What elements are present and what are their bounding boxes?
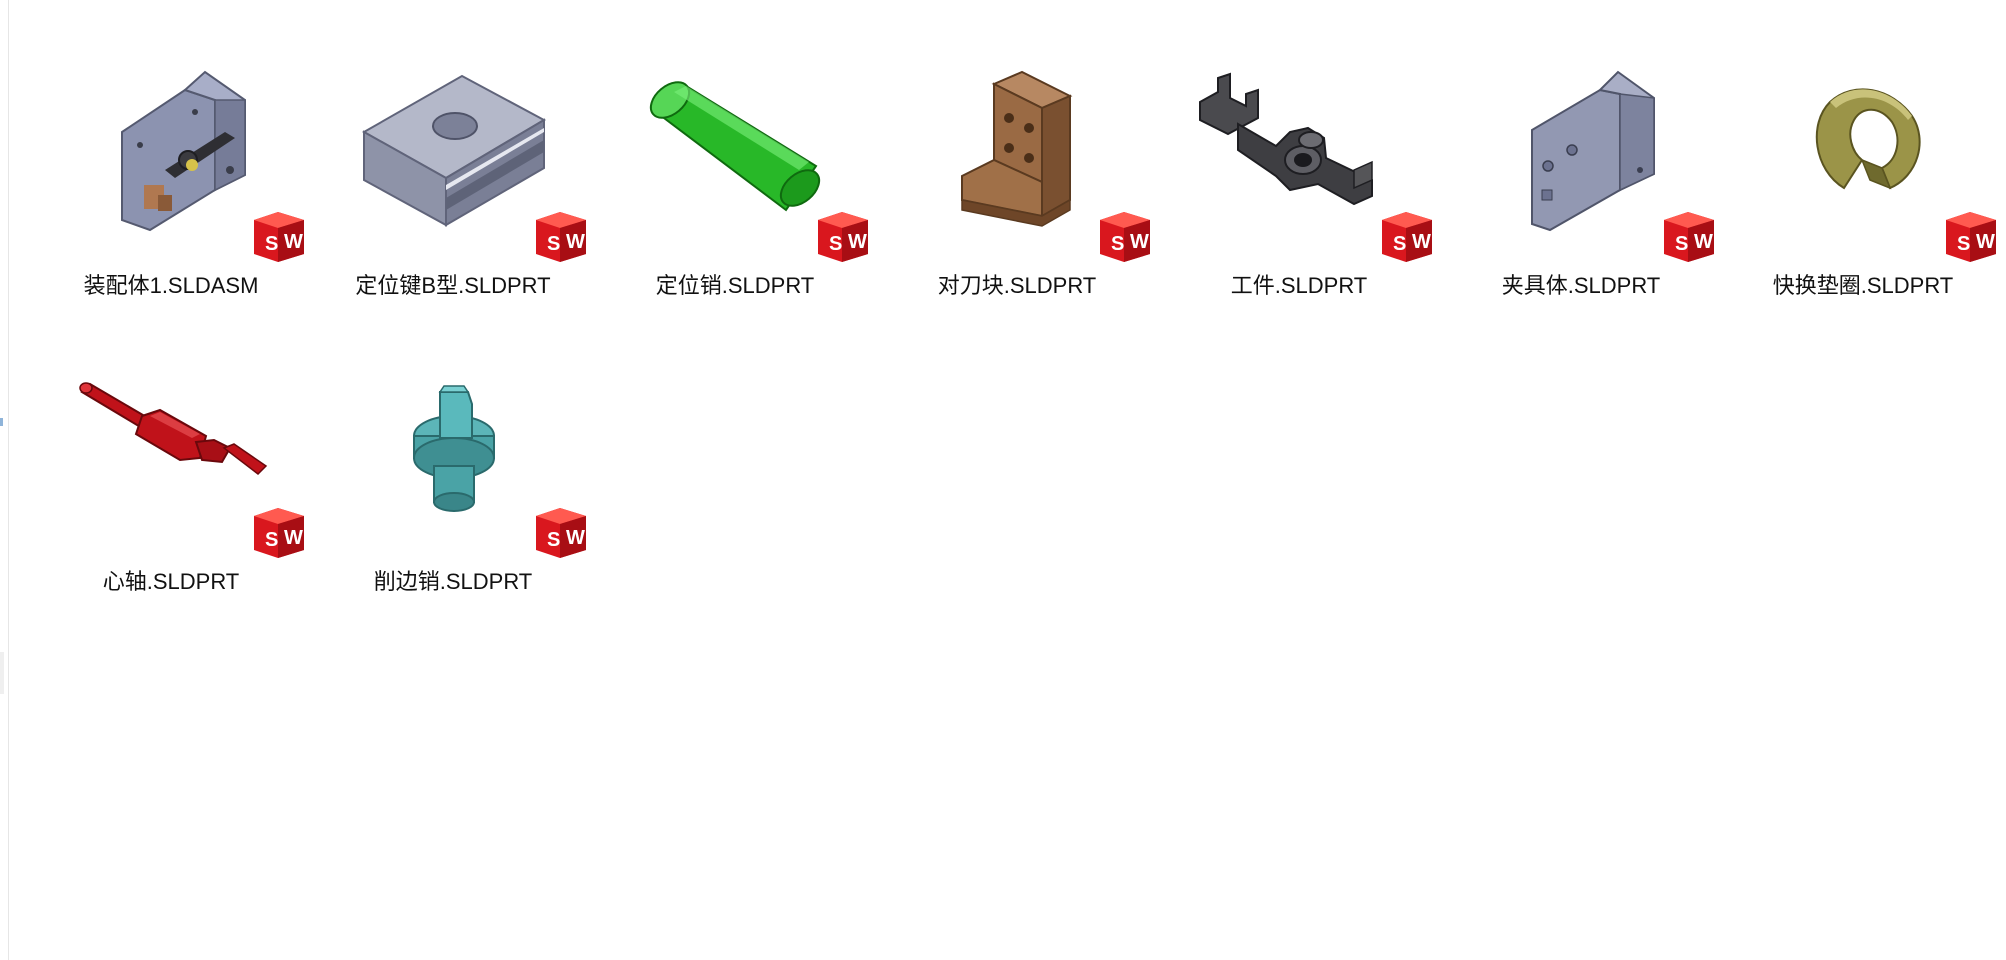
sw-letter-w: W bbox=[1694, 231, 1713, 253]
sw-icon: S W bbox=[254, 212, 304, 262]
solidworks-part-thumbnail: S W bbox=[876, 20, 1158, 262]
file-item-mandrel[interactable]: S W 心轴.SLDPRT bbox=[30, 316, 312, 616]
file-name-label: 对刀块.SLDPRT bbox=[937, 273, 1097, 298]
sw-icon: S W bbox=[254, 508, 304, 558]
sw-letter-w: W bbox=[1130, 231, 1149, 253]
sw-icon: S W bbox=[536, 212, 586, 262]
sw-letter-s: S bbox=[1675, 233, 1688, 255]
file-name-label: 快换垫圈.SLDPRT bbox=[1772, 273, 1954, 298]
file-name-label: 心轴.SLDPRT bbox=[102, 569, 240, 594]
mandrel-preview-icon bbox=[79, 382, 268, 475]
sw-letter-w: W bbox=[566, 527, 585, 549]
sw-letter-s: S bbox=[265, 529, 278, 551]
sw-letter-w: W bbox=[284, 527, 303, 549]
assembly-preview-icon bbox=[121, 70, 246, 232]
solidworks-part-thumbnail: S W bbox=[594, 20, 876, 262]
key-preview-icon bbox=[361, 74, 547, 227]
pin-preview-icon bbox=[649, 81, 821, 212]
sw-letter-s: S bbox=[547, 233, 560, 255]
solidworks-assembly-thumbnail: S W bbox=[30, 20, 312, 262]
solidworks-part-thumbnail: S W bbox=[1722, 20, 2004, 262]
file-name-label: 定位键B型.SLDPRT bbox=[355, 273, 551, 298]
sw-icon: S W bbox=[536, 508, 586, 558]
file-item-locating-key[interactable]: S W 定位键B型.SLDPRT bbox=[312, 20, 594, 320]
sw-letter-w: W bbox=[848, 231, 867, 253]
solidworks-part-thumbnail: S W bbox=[30, 316, 312, 558]
tool-block-preview-icon bbox=[961, 70, 1073, 227]
scrollbar-fragment bbox=[0, 652, 4, 694]
diamond-pin-preview-icon bbox=[413, 385, 495, 512]
selection-marker bbox=[0, 418, 3, 426]
solidworks-part-thumbnail: S W bbox=[312, 20, 594, 262]
file-name-label: 夹具体.SLDPRT bbox=[1501, 273, 1661, 298]
sw-letter-w: W bbox=[284, 231, 303, 253]
file-item-quick-washer[interactable]: S W 快换垫圈.SLDPRT bbox=[1722, 20, 2004, 320]
sw-letter-s: S bbox=[265, 233, 278, 255]
sw-letter-s: S bbox=[829, 233, 842, 255]
sw-icon: S W bbox=[1946, 212, 1996, 262]
solidworks-part-thumbnail: S W bbox=[1158, 20, 1440, 262]
sw-letter-s: S bbox=[1111, 233, 1124, 255]
file-item-diamond-pin[interactable]: S W 削边销.SLDPRT bbox=[312, 316, 594, 616]
sw-letter-w: W bbox=[1412, 231, 1431, 253]
file-name-label: 定位销.SLDPRT bbox=[655, 273, 815, 298]
file-item-fixture-body[interactable]: S W 夹具体.SLDPRT bbox=[1440, 20, 1722, 320]
washer-preview-icon bbox=[1815, 88, 1921, 190]
sw-letter-w: W bbox=[1976, 231, 1995, 253]
fixture-preview-icon bbox=[1531, 70, 1655, 232]
sw-letter-s: S bbox=[1393, 233, 1406, 255]
sw-letter-w: W bbox=[566, 231, 585, 253]
file-item-workpiece[interactable]: S W 工件.SLDPRT bbox=[1158, 20, 1440, 320]
file-name-label: 工件.SLDPRT bbox=[1230, 273, 1368, 298]
sw-icon: S W bbox=[1382, 212, 1432, 262]
sw-letter-s: S bbox=[547, 529, 560, 551]
sw-icon: S W bbox=[818, 212, 868, 262]
file-name-label: 装配体1.SLDASM bbox=[83, 273, 259, 298]
file-name-label: 削边销.SLDPRT bbox=[373, 569, 533, 594]
file-item-tool-block[interactable]: S W 对刀块.SLDPRT bbox=[876, 20, 1158, 320]
file-item-assembly[interactable]: S W 装配体1.SLDASM bbox=[30, 20, 312, 320]
sw-letter-s: S bbox=[1957, 233, 1970, 255]
workpiece-preview-icon bbox=[1199, 72, 1373, 206]
solidworks-part-thumbnail: S W bbox=[1440, 20, 1722, 262]
solidworks-part-thumbnail: S W bbox=[312, 316, 594, 558]
file-item-locating-pin[interactable]: S W 定位销.SLDPRT bbox=[594, 20, 876, 320]
navigation-pane-edge bbox=[0, 0, 9, 960]
sw-icon: S W bbox=[1100, 212, 1150, 262]
sw-icon: S W bbox=[1664, 212, 1714, 262]
